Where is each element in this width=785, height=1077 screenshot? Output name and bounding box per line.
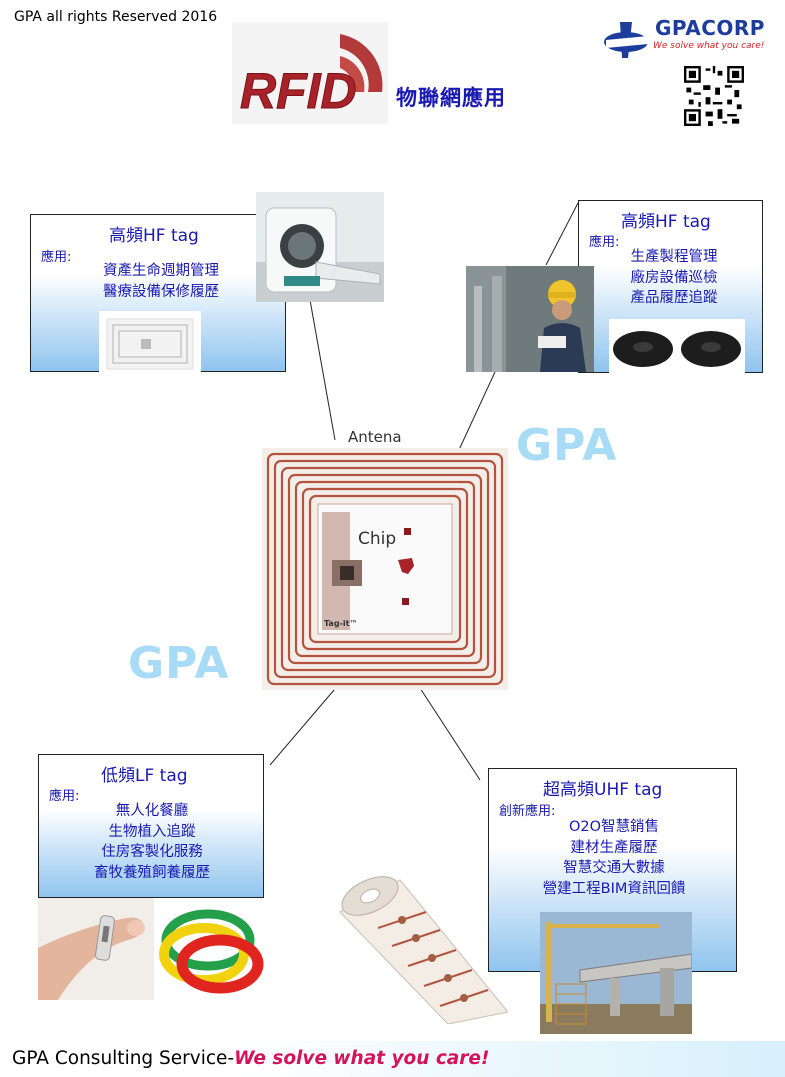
- list-item: 資產生命週期管理: [103, 263, 219, 279]
- list-item: 營建工程BIM資訊回饋: [542, 880, 686, 897]
- hf-label-tag-image: [99, 311, 201, 373]
- copyright-text: GPA all rights Reserved 2016: [14, 9, 218, 25]
- application-list: O2O智慧銷售 建材生產履歷 智慧交通大數據 營建工程BIM資訊回饋: [509, 817, 719, 899]
- application-list: 資產生命週期管理 醫療設備保修履歷: [81, 261, 241, 302]
- antenna-label: Antena: [348, 428, 402, 446]
- list-item: 廠房設備巡檢: [630, 269, 718, 286]
- construction-site-image: [540, 912, 692, 1034]
- footer-text: GPA Consulting Service-We solve what you…: [12, 1048, 489, 1069]
- watermark-gpa: GPA: [128, 638, 230, 689]
- list-item: 醫療設備保修履歷: [103, 283, 219, 300]
- hf-tag-box-left: 高頻HF tag 應用: 資產生命週期管理 醫療設備保修履歷: [30, 214, 286, 373]
- uhf-label-roll-image: [330, 872, 508, 1024]
- footer-prefix: GPA Consulting Service-: [12, 1048, 235, 1069]
- lf-tag-box: 低頻LF tag 應用: 無人化餐廳 生物植入追蹤 住房客製化服務 畜牧養殖飼養…: [38, 754, 264, 898]
- tag-brand-label: Tag-it™: [324, 619, 357, 628]
- qr-code-icon: [684, 66, 744, 126]
- box-title: 超高頻UHF tag: [543, 780, 663, 800]
- application-list: 無人化餐廳 生物植入追蹤 住房客製化服務 畜牧養殖飼養履歷: [69, 801, 235, 883]
- box-label: 應用:: [589, 235, 620, 250]
- list-item: 畜牧養殖飼養履歷: [94, 864, 210, 881]
- footer-bar: [0, 1041, 785, 1077]
- gpacorp-logo-icon: [604, 22, 648, 58]
- box-title: 高頻HF tag: [621, 212, 711, 232]
- application-list: 生產製程管理 廠房設備巡檢 產品履歷追蹤: [599, 247, 749, 309]
- footer-slogan: We solve what you care!: [234, 1048, 490, 1069]
- list-item: 無人化餐廳: [115, 803, 189, 819]
- hf-tag-box-right: 高頻HF tag 應用: 生產製程管理 廠房設備巡檢 產品履歷追蹤: [578, 200, 763, 373]
- box-label: 創新應用:: [499, 804, 556, 819]
- list-item: 智慧交通大數據: [563, 860, 665, 876]
- rfid-logo-text: RFID: [240, 63, 357, 119]
- hf-disc-tags-image: [609, 319, 745, 373]
- watermark-gpa: GPA: [516, 420, 618, 471]
- box-label: 應用:: [49, 789, 80, 804]
- rfid-logo: RFID: [232, 22, 388, 124]
- list-item: 生產製程管理: [630, 249, 718, 265]
- wristband-tags-image: [156, 898, 268, 994]
- list-item: O2O智慧銷售: [568, 819, 660, 835]
- list-item: 建材生產履歷: [570, 839, 658, 856]
- rfid-inlay-diagram: Chip Tag-it™: [262, 448, 508, 690]
- implant-finger-image: [38, 898, 154, 1000]
- list-item: 住房客製化服務: [101, 844, 203, 860]
- ti-logo-icon: [398, 558, 414, 574]
- box-label: 應用:: [41, 250, 72, 265]
- box-title: 低頻LF tag: [101, 766, 188, 786]
- chip-label: Chip: [358, 529, 396, 549]
- list-item: 生物植入追蹤: [108, 823, 196, 840]
- list-item: 產品履歷追蹤: [630, 290, 718, 306]
- page-title: 物聯網應用: [396, 86, 506, 110]
- factory-worker-image: [466, 266, 594, 372]
- mri-scanner-image: [256, 192, 384, 302]
- box-title: 高頻HF tag: [109, 226, 199, 246]
- company-name: GPACORP: [655, 16, 765, 40]
- company-slogan: We solve what you care!: [653, 41, 765, 51]
